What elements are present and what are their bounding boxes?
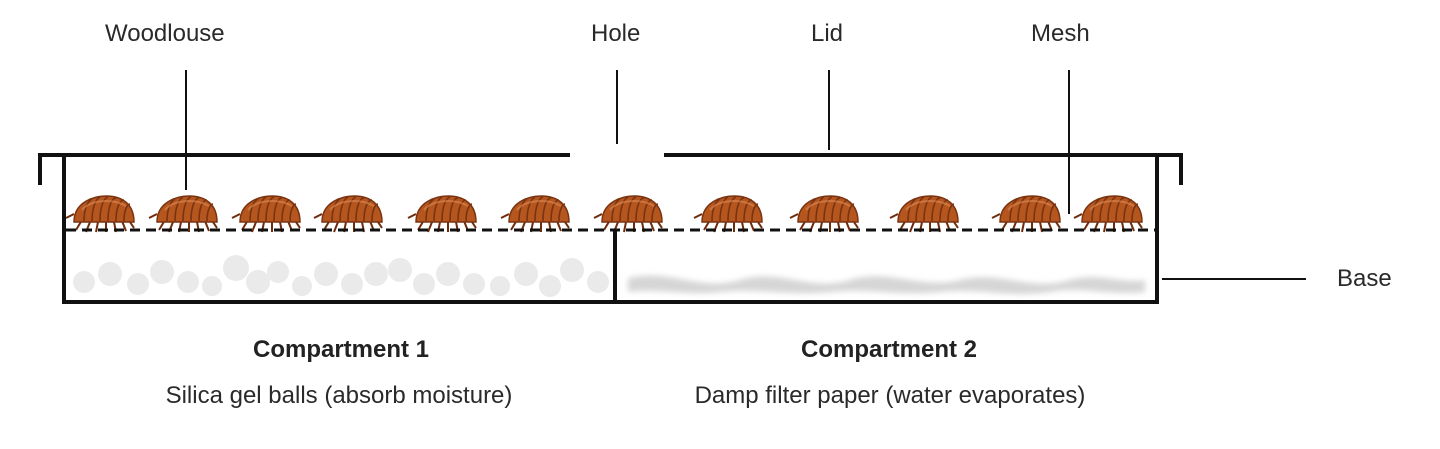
woodlouse-icon [593, 195, 663, 233]
silica-ball [388, 258, 412, 282]
woodlouse-icon [148, 195, 218, 233]
compartment-2-title: Compartment 2 [800, 336, 978, 363]
mesh-label: Mesh [1031, 20, 1090, 47]
compartment-1-description: Silica gel balls (absorb moisture) [165, 382, 513, 409]
woodlouse-icon [65, 195, 135, 233]
silica-ball [341, 273, 363, 295]
silica-ball [98, 262, 122, 286]
woodlice-row [65, 195, 1143, 233]
hole-label: Hole [591, 20, 641, 47]
damp-filter-paper [628, 275, 1145, 294]
silica-gel-balls [73, 255, 609, 297]
silica-ball [292, 276, 312, 296]
compartment-2-description: Damp filter paper (water evaporates) [694, 382, 1086, 409]
silica-ball [436, 262, 460, 286]
silica-ball [514, 262, 538, 286]
lid-right [664, 153, 1183, 185]
silica-ball [364, 262, 388, 286]
silica-ball [202, 276, 222, 296]
silica-ball [560, 258, 584, 282]
silica-ball [413, 273, 435, 295]
lid-label: Lid [811, 20, 844, 47]
woodlouse-icon [889, 195, 959, 233]
woodlouse-label: Woodlouse [105, 20, 225, 47]
silica-ball [539, 275, 561, 297]
silica-ball [463, 273, 485, 295]
silica-ball [587, 271, 609, 293]
base-outline [62, 155, 1159, 304]
silica-ball [177, 271, 199, 293]
woodlouse-icon [313, 195, 383, 233]
silica-ball [127, 273, 149, 295]
silica-ball [73, 271, 95, 293]
base-label: Base [1337, 265, 1392, 292]
woodlouse-icon [991, 195, 1061, 233]
silica-ball [223, 255, 249, 281]
woodlouse-icon [500, 195, 570, 233]
silica-ball [150, 260, 174, 284]
silica-ball [490, 276, 510, 296]
woodlouse-icon [231, 195, 301, 233]
woodlouse-icon [407, 195, 477, 233]
silica-ball [246, 270, 270, 294]
woodlouse-icon [789, 195, 859, 233]
woodlouse-icon [693, 195, 763, 233]
lid-left [38, 153, 570, 185]
silica-ball [314, 262, 338, 286]
silica-ball [267, 261, 289, 283]
compartment-1-title: Compartment 1 [252, 336, 430, 363]
woodlouse-icon [1073, 195, 1143, 233]
